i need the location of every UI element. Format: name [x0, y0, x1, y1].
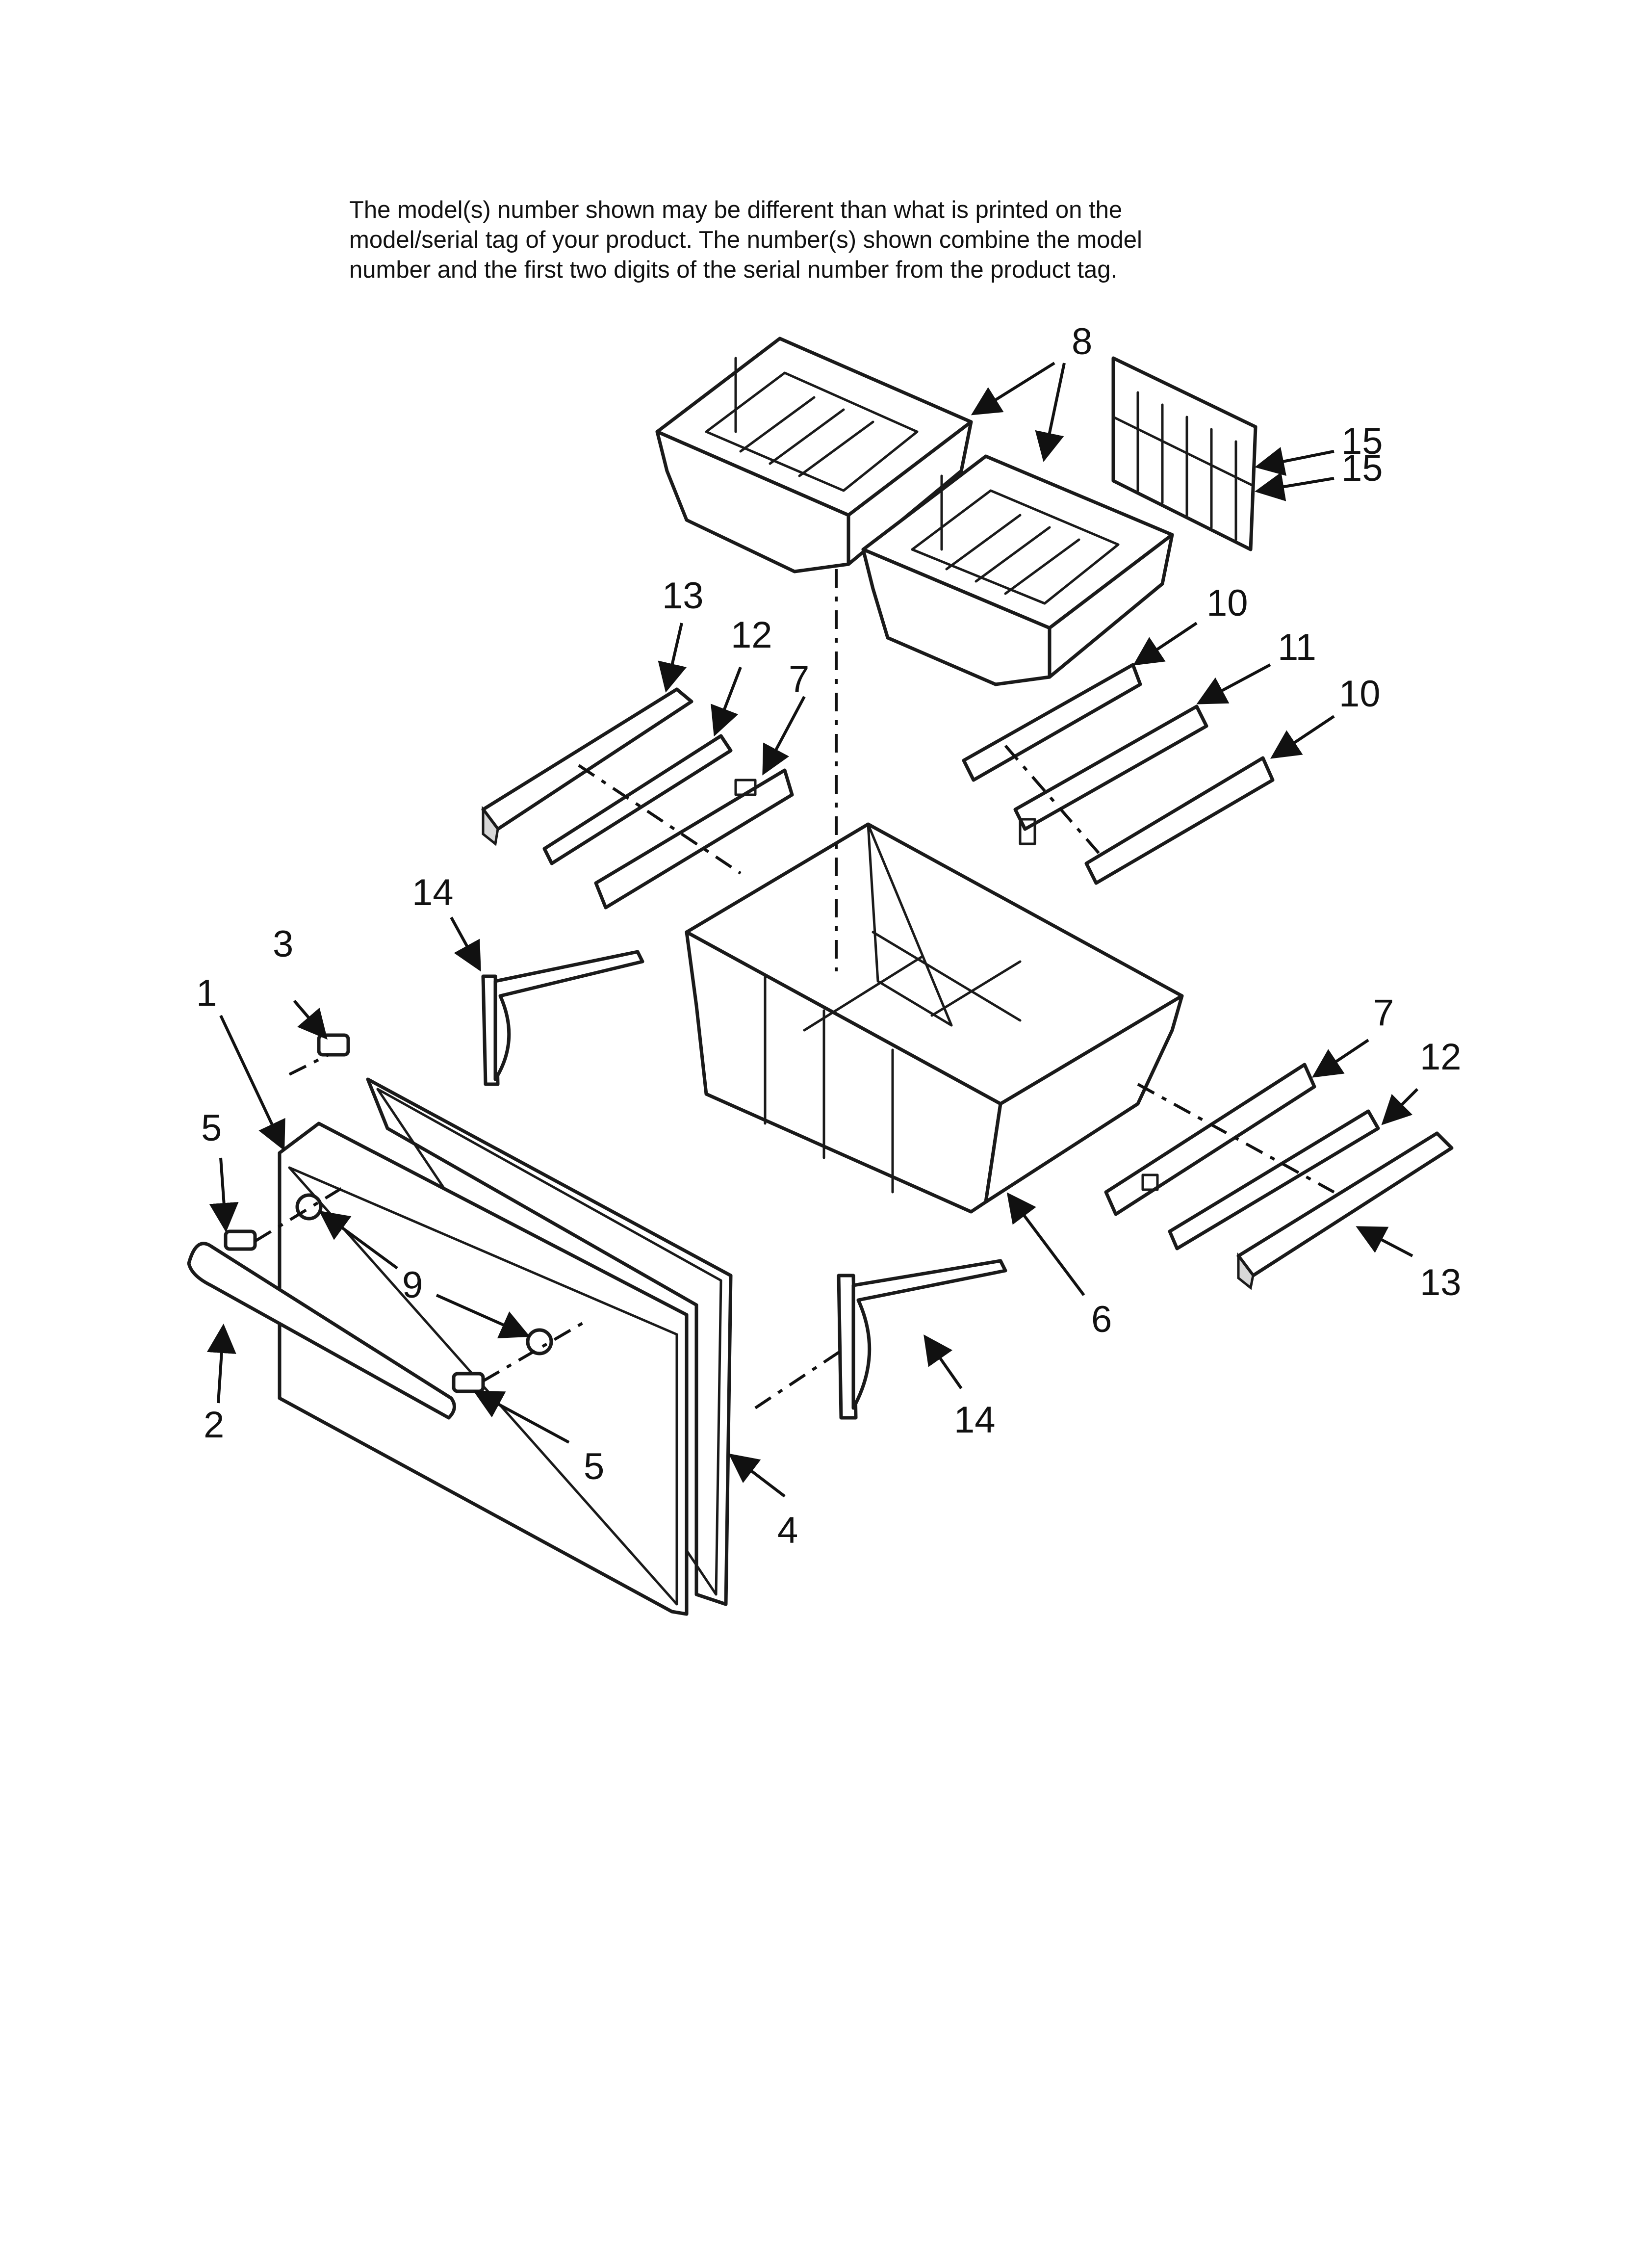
upper-basket-left	[655, 337, 973, 574]
callout-13-lower: 13	[1420, 1262, 1462, 1303]
rail-12-upper	[542, 734, 733, 865]
grommet-9-upper	[295, 1193, 323, 1221]
rail-10-bottom	[1084, 756, 1275, 885]
callout-5-upper: 5	[201, 1107, 222, 1149]
slide-bracket-upper	[481, 950, 644, 1086]
callout-3: 3	[273, 923, 293, 965]
callout-11: 11	[1278, 626, 1316, 668]
alignment-line-handle-upper	[254, 1186, 344, 1243]
callout-13-upper: 13	[662, 575, 704, 617]
alignment-line-bracket	[754, 1348, 845, 1409]
rail-7-lower	[1104, 1063, 1316, 1216]
callout-7-upper: 7	[789, 658, 809, 700]
callout-1: 1	[196, 972, 217, 1014]
leader-arrows	[206, 362, 1419, 1498]
callout-5-lower: 5	[584, 1446, 604, 1487]
callout-4: 4	[777, 1510, 798, 1551]
rail-7-upper	[594, 768, 794, 910]
screw-5-upper	[224, 1229, 257, 1251]
note-line-3: number and the first two digits of the s…	[349, 257, 1118, 283]
callout-10-top: 10	[1206, 582, 1248, 624]
rail-10-top	[962, 663, 1142, 782]
callout-9: 9	[402, 1264, 423, 1306]
grommet-9-lower	[526, 1328, 553, 1356]
callout-15-first: 15	[1341, 420, 1383, 462]
callout-14-lower: 14	[954, 1399, 996, 1441]
callout-15-second: 15	[1341, 447, 1383, 489]
callout-12-lower: 12	[1420, 1036, 1462, 1078]
freezer-door-panel	[278, 1121, 689, 1616]
upper-basket-right	[861, 454, 1174, 686]
rail-13-upper	[481, 687, 693, 846]
rail-13-lower	[1236, 1131, 1454, 1290]
freezer-basket	[685, 822, 1184, 1214]
note-line-2: model/serial tag of your product. The nu…	[349, 227, 1142, 253]
callout-7-lower: 7	[1373, 992, 1394, 1034]
callout-8: 8	[1072, 321, 1092, 363]
callout-12-upper: 12	[731, 614, 772, 656]
alignment-line-fastener	[288, 1053, 330, 1076]
door-handle	[187, 1242, 456, 1420]
callout-labels: 8 15 15 13 12 7 10 11 10 14 3 1 5 9 2 5 …	[196, 321, 1462, 1551]
alignment-line-rails-lower	[1137, 1083, 1335, 1194]
alignment-line-rails-right	[1004, 745, 1105, 860]
slide-bracket-lower	[837, 1259, 1007, 1420]
note-line-1: The model(s) number shown may be differe…	[349, 197, 1123, 223]
fastener-3	[317, 1033, 350, 1057]
callout-14-upper: 14	[412, 872, 454, 913]
rail-11	[1013, 704, 1208, 845]
basket-divider-grid	[1111, 356, 1257, 551]
screw-5-lower	[452, 1372, 485, 1393]
alignment-line-rails-upper	[578, 764, 742, 875]
callout-10-bottom: 10	[1339, 673, 1381, 715]
callout-6: 6	[1091, 1299, 1112, 1340]
rail-12-lower	[1168, 1109, 1380, 1251]
callout-2: 2	[204, 1404, 224, 1446]
model-number-note: The model(s) number shown may be differe…	[349, 195, 1379, 285]
